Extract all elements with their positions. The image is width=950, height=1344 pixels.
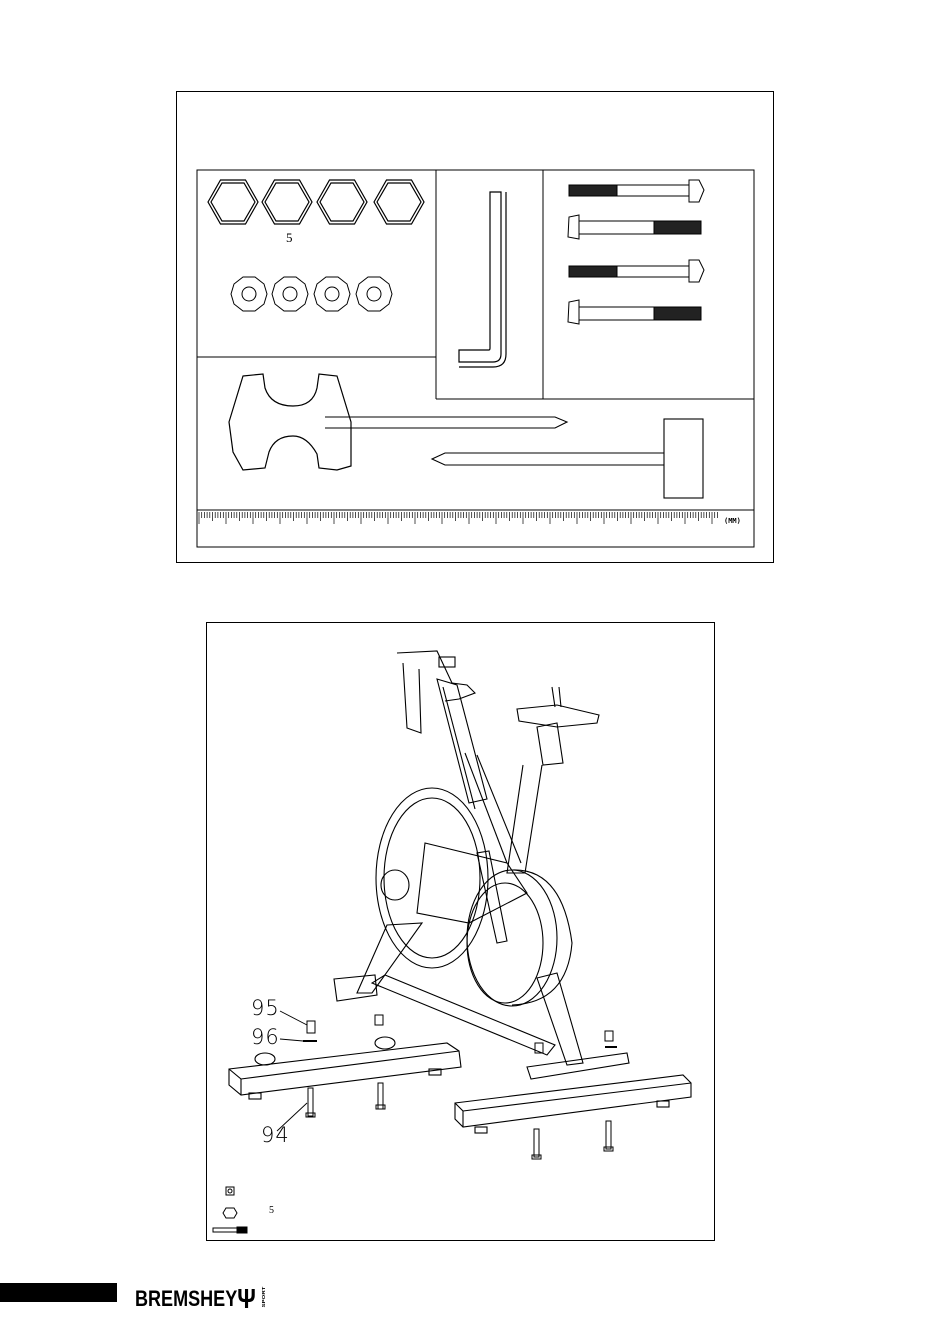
screwdriver-handle: [664, 419, 703, 498]
allen-key: [459, 192, 506, 367]
footer-bar: [0, 1283, 117, 1302]
brand-sub: SPORT: [262, 1287, 267, 1308]
legend-quantity-label: 5: [269, 1205, 274, 1216]
legend-icons: [213, 1187, 247, 1233]
assembly-panel: 95 96 94 5: [206, 622, 715, 1241]
multi-tool: [229, 374, 351, 470]
brand-name: BREMSHEY: [135, 1286, 237, 1311]
callout-part-94: 94: [261, 1123, 290, 1147]
screwdriver-shaft: [432, 453, 664, 465]
brand-logo: BREMSHEYΨ SPORT: [135, 1283, 273, 1315]
bike-assembly-drawing: [207, 623, 716, 1242]
hardware-parts: [303, 1015, 617, 1159]
nut-quantity-label: 5: [286, 230, 293, 246]
bolt-group: [568, 180, 704, 324]
hardware-panel: 5 (MM): [176, 91, 774, 563]
callout-part-96: 96: [251, 1025, 280, 1049]
ruler: [197, 512, 754, 534]
exercise-bike: [229, 651, 691, 1133]
hex-nut-group: [208, 180, 424, 224]
callout-part-95: 95: [251, 996, 280, 1020]
washer-group: [231, 277, 392, 311]
ruler-unit-label: (MM): [724, 517, 741, 525]
brand-figure-icon: Ψ: [237, 1283, 256, 1315]
hardware-drawing: [177, 92, 775, 564]
